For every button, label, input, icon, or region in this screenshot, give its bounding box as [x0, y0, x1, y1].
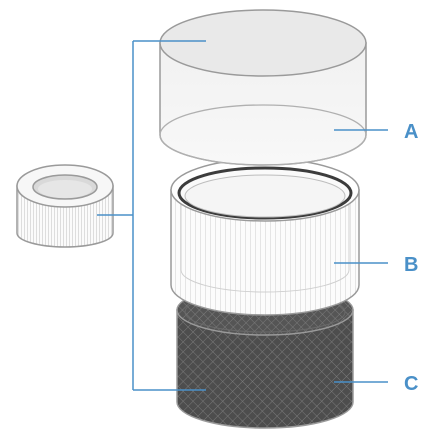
exploded-view-bracket [97, 40, 206, 391]
component-b-hepa-filter [170, 158, 360, 316]
component-a-outer-housing [159, 9, 367, 166]
callout-c-label: C [404, 373, 418, 395]
callout-b-label: B [404, 254, 418, 276]
assembled-filter-thumbnail [16, 164, 114, 248]
callout-a-label: A [404, 121, 418, 143]
